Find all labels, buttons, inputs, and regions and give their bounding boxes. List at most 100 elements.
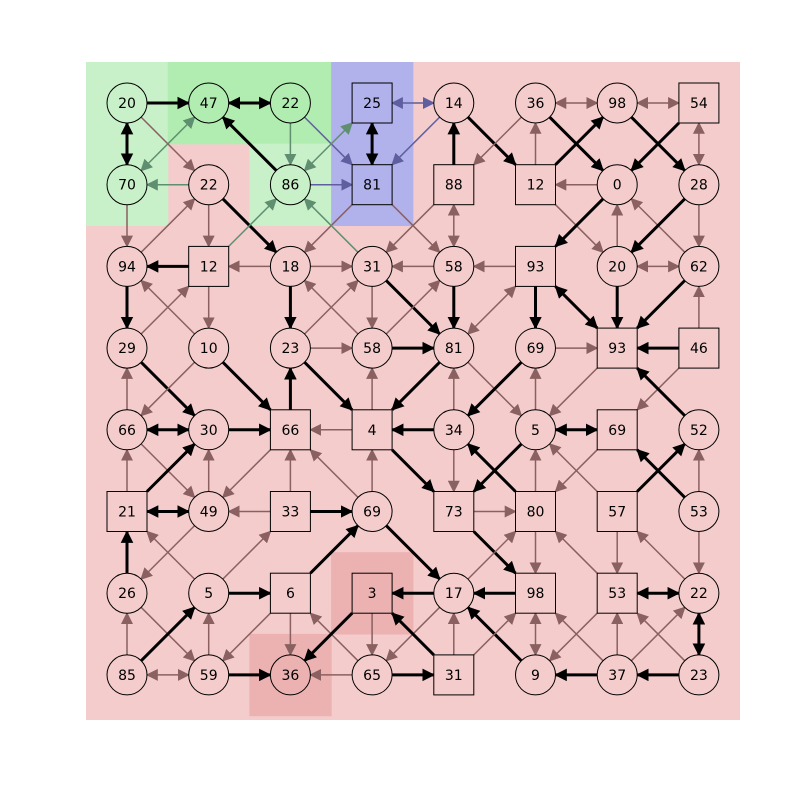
graph-node: 14	[433, 82, 475, 124]
node-square	[515, 245, 556, 287]
node-circle	[106, 572, 148, 614]
node-label: 0	[613, 178, 622, 194]
directed-edge	[140, 361, 196, 417]
node-square	[269, 572, 311, 614]
node-circle	[188, 82, 230, 124]
directed-edge	[636, 530, 686, 580]
node-square	[596, 572, 638, 614]
node-circle	[678, 491, 720, 532]
node-circle	[106, 245, 148, 287]
directed-edge	[554, 204, 604, 254]
directed-edge	[466, 361, 523, 417]
node-label: 6	[286, 586, 295, 602]
graph-node: 36	[515, 82, 556, 124]
graph-node: 0	[596, 164, 638, 206]
graph-node: 37	[596, 654, 638, 696]
node-label: 66	[281, 423, 299, 439]
node-circle	[106, 409, 148, 451]
graph-node: 34	[433, 409, 475, 451]
node-square	[596, 327, 638, 369]
node-circle	[678, 164, 720, 206]
graph-node: 20	[106, 82, 148, 124]
graph-node: 22	[678, 572, 720, 614]
node-label: 36	[281, 668, 299, 684]
node-square	[269, 491, 311, 532]
node-square	[351, 82, 393, 124]
graph-node: 6	[269, 572, 311, 614]
node-label: 94	[118, 259, 136, 275]
directed-edge	[391, 116, 441, 166]
graph-node: 98	[596, 82, 638, 124]
node-circle	[269, 245, 311, 287]
graph-node: 59	[188, 654, 230, 696]
node-label: 18	[281, 259, 299, 275]
graph-node: 54	[678, 82, 720, 124]
node-label: 31	[445, 668, 463, 684]
node-square	[106, 491, 148, 532]
bidirectional-edge	[303, 122, 353, 172]
graph-node: 66	[269, 409, 311, 451]
graph-node: 22	[188, 164, 230, 206]
node-label: 20	[608, 259, 626, 275]
graph-node: 31	[351, 245, 393, 287]
node-label: 46	[690, 341, 708, 357]
node-circle	[351, 654, 393, 696]
directed-edge	[303, 197, 359, 253]
node-label: 9	[531, 668, 540, 684]
node-label: 22	[690, 586, 708, 602]
node-label: 34	[445, 423, 463, 439]
node-circle	[351, 491, 393, 532]
node-label: 66	[118, 423, 136, 439]
graph-node: 58	[351, 327, 393, 369]
node-label: 30	[200, 423, 218, 439]
node-label: 85	[118, 668, 136, 684]
node-label: 36	[527, 96, 545, 112]
node-circle	[515, 409, 556, 451]
graph-node: 88	[433, 164, 475, 206]
node-label: 3	[368, 586, 377, 602]
directed-edge	[473, 612, 517, 656]
node-circle	[515, 82, 556, 124]
bidirectional-edge	[467, 285, 517, 335]
graph-node: 58	[433, 245, 475, 287]
directed-edge	[140, 285, 190, 335]
directed-edge	[391, 612, 435, 656]
node-square	[515, 164, 556, 206]
node-circle	[269, 164, 311, 206]
graph-node: 28	[678, 164, 720, 206]
node-label: 81	[445, 341, 463, 357]
node-square	[678, 82, 720, 124]
node-label: 62	[690, 259, 708, 275]
graph-node: 86	[269, 164, 311, 206]
node-circle	[188, 409, 230, 451]
node-label: 22	[200, 178, 218, 194]
directed-edge	[303, 279, 359, 335]
node-square	[351, 572, 393, 614]
graph-node: 81	[351, 164, 393, 206]
node-label: 69	[363, 505, 381, 521]
directed-edge	[554, 116, 605, 166]
node-label: 23	[690, 668, 708, 684]
node-label: 53	[690, 505, 708, 521]
graph-node: 4	[351, 409, 393, 451]
directed-edge	[221, 361, 272, 411]
directed-edge	[228, 197, 278, 247]
directed-edge	[391, 448, 435, 493]
node-circle	[351, 327, 393, 369]
node-circle	[433, 327, 475, 369]
graph-node: 22	[269, 82, 311, 124]
directed-edge	[472, 442, 523, 493]
directed-edge	[548, 367, 598, 417]
node-label: 47	[200, 96, 218, 112]
graph-node: 36	[269, 654, 311, 696]
directed-edge	[554, 197, 605, 248]
graph-node: 26	[106, 572, 148, 614]
node-circle	[269, 327, 311, 369]
node-label: 26	[118, 586, 136, 602]
directed-edge	[140, 197, 196, 253]
directed-edge	[303, 361, 354, 411]
directed-edge	[466, 442, 517, 493]
node-label: 53	[608, 586, 626, 602]
directed-edge	[636, 442, 686, 493]
